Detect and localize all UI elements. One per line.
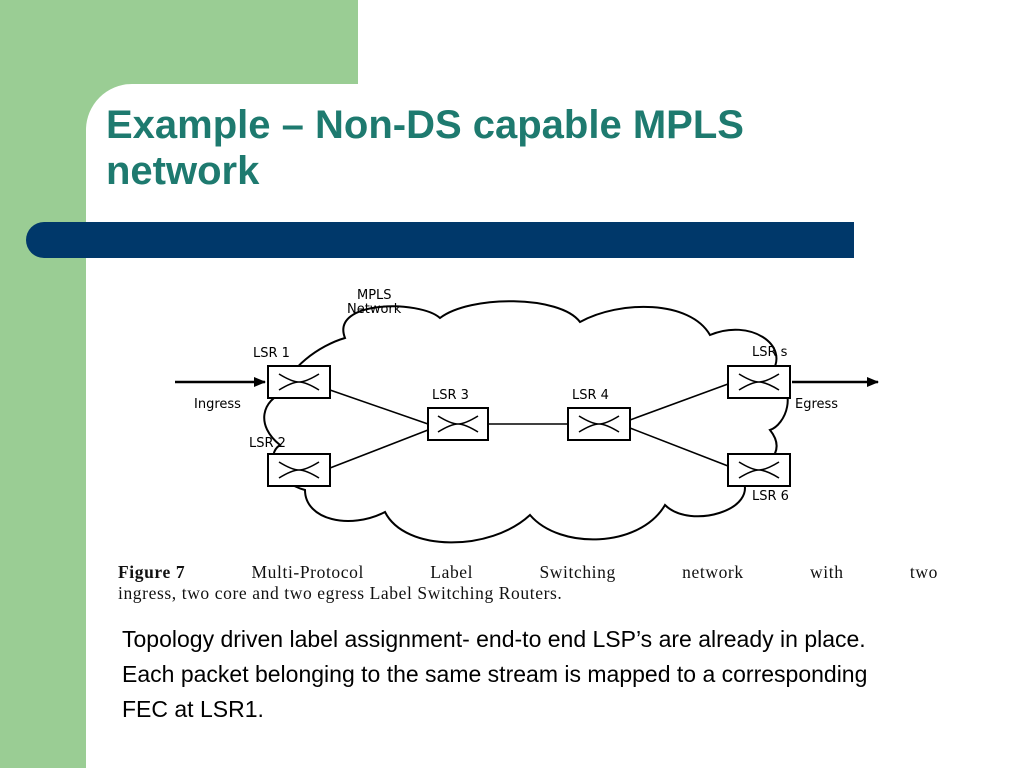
label-egress: Egress	[795, 397, 838, 412]
label-ingress: Ingress	[194, 397, 241, 412]
router-lsr6	[727, 453, 791, 487]
switch-icon	[437, 415, 479, 433]
cloud-label-line-2: Network	[347, 302, 402, 317]
label-lsr5: LSR s	[752, 345, 788, 360]
label-lsr1: LSR 1	[253, 346, 290, 361]
body-paragraph: Topology driven label assignment- end-to…	[122, 626, 868, 722]
link-lsr4-lsr5	[629, 383, 729, 421]
title-underline-bar	[26, 222, 854, 258]
switch-icon	[278, 461, 320, 479]
label-lsr3: LSR 3	[432, 388, 469, 403]
router-lsr5	[727, 365, 791, 399]
caption-line-2: ingress, two core and two egress Label S…	[118, 583, 563, 603]
router-lsr2	[267, 453, 331, 487]
link-lsr4-lsr6	[629, 427, 729, 467]
router-lsr1	[267, 365, 331, 399]
network-cloud	[263, 300, 789, 544]
label-lsr6: LSR 6	[752, 489, 789, 504]
caption-word: two	[909, 562, 938, 582]
switch-icon	[738, 461, 780, 479]
slide-title: Example – Non-DS capable MPLS network	[106, 102, 906, 194]
switch-icon	[578, 415, 620, 433]
caption-word: network	[682, 562, 744, 582]
caption-line-1: Figure 7 Multi-Protocol Label Switching …	[118, 562, 938, 583]
caption-word: with	[810, 562, 844, 582]
router-lsr4	[567, 407, 631, 441]
caption-word: Label	[430, 562, 474, 582]
title-line-2: network	[106, 149, 260, 193]
network-links	[329, 383, 729, 469]
caption-word: Multi-Protocol	[251, 562, 364, 582]
switch-icon	[278, 373, 320, 391]
caption-word: Switching	[539, 562, 616, 582]
figure-label: Figure 7	[118, 562, 186, 582]
mpls-network-diagram: MPLS Network LSR 1 LSR 2 LSR 3 LSR 4 LSR…	[175, 288, 879, 544]
cloud-label-line-1: MPLS	[357, 288, 392, 303]
label-lsr2: LSR 2	[249, 436, 286, 451]
switch-icon	[738, 373, 780, 391]
router-lsr3	[427, 407, 489, 441]
title-line-1: Example – Non-DS capable MPLS	[106, 103, 744, 147]
label-lsr4: LSR 4	[572, 388, 609, 403]
figure-caption: Figure 7 Multi-Protocol Label Switching …	[118, 562, 938, 604]
link-lsr1-lsr3	[329, 389, 429, 425]
link-lsr2-lsr3	[329, 429, 429, 469]
